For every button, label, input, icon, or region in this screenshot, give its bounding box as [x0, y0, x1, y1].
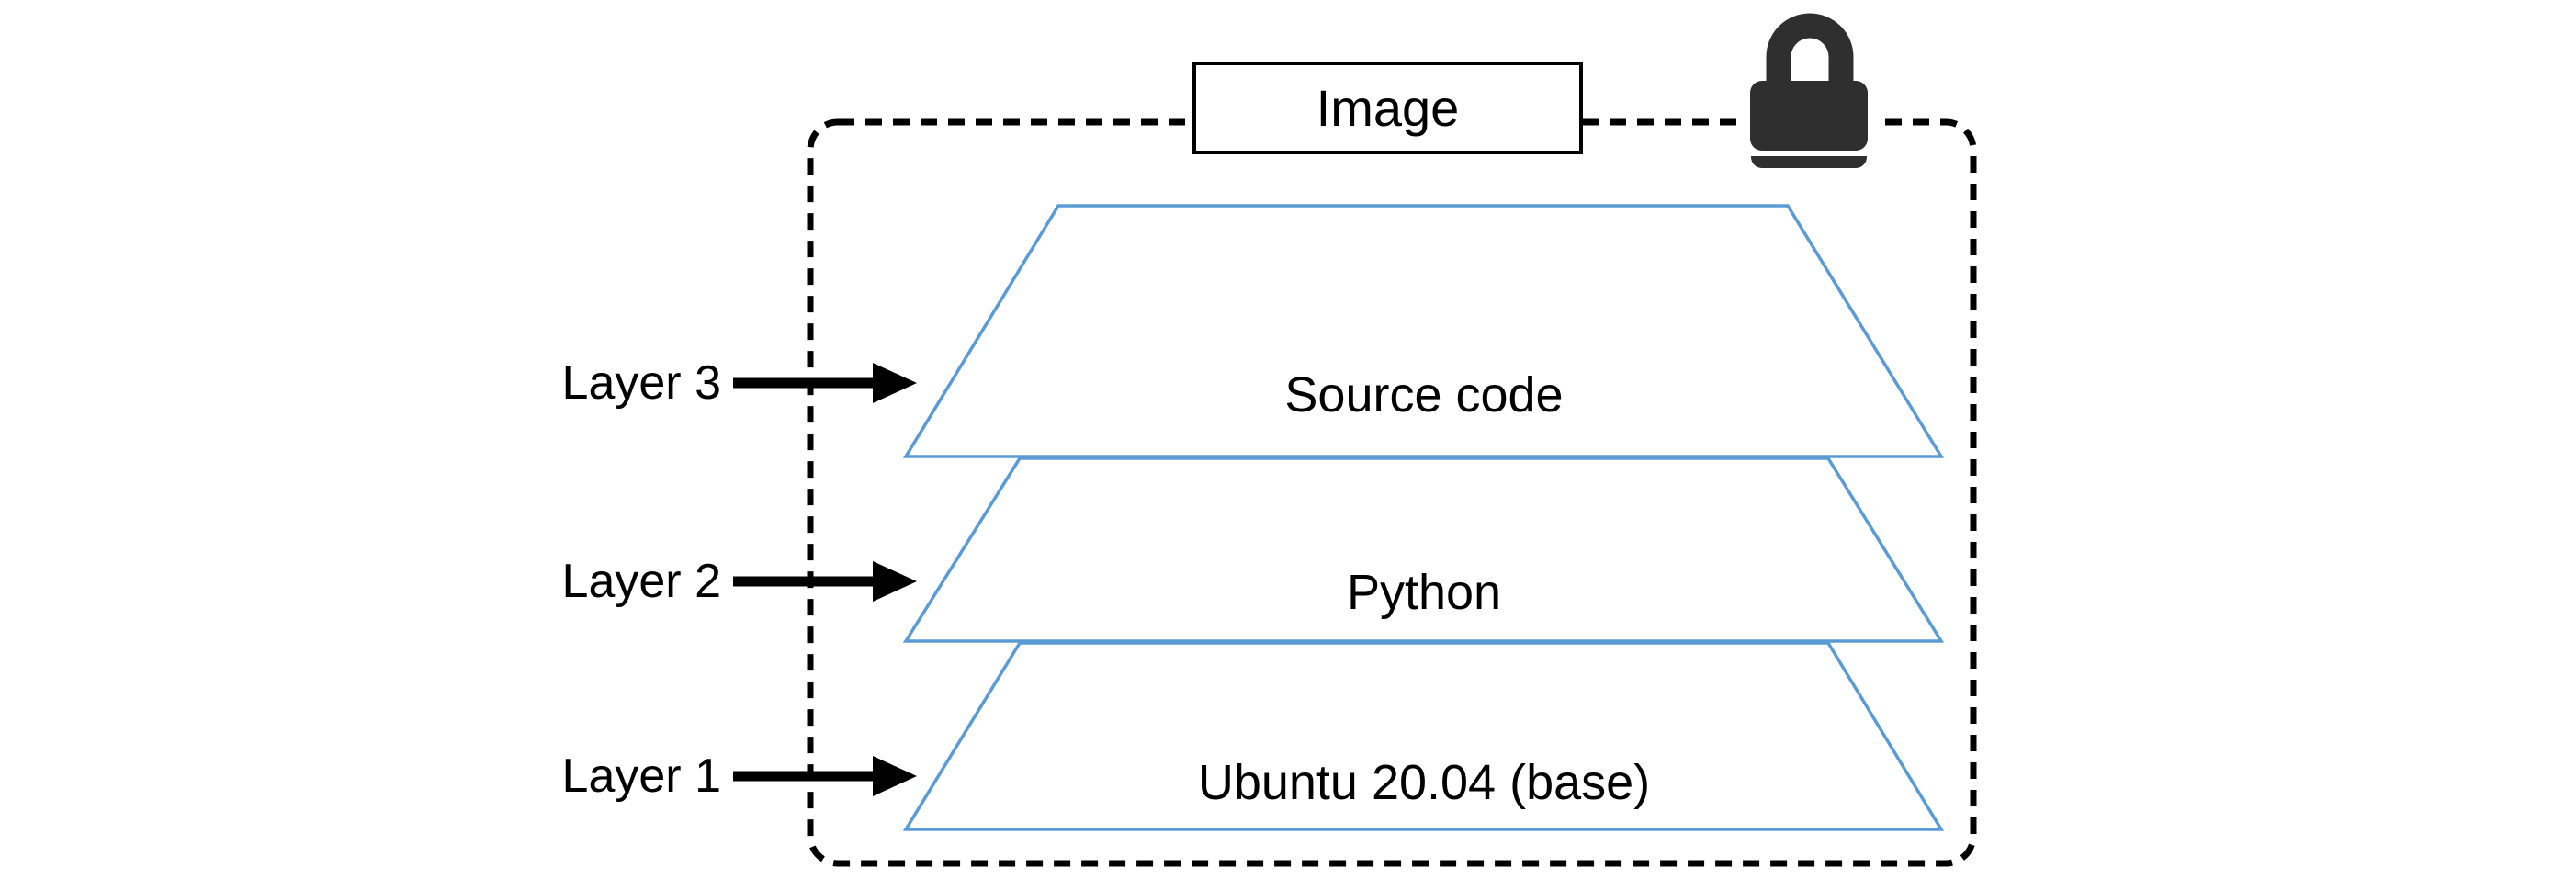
layer-2-arrow: [733, 561, 917, 602]
layer-3-arrow: [733, 363, 917, 403]
layer-2-content: Python: [1346, 565, 1502, 620]
layer-3-trapezoid: [902, 204, 1945, 458]
layer-3-content: Source code: [1284, 367, 1564, 422]
image-box: Image: [1192, 62, 1583, 154]
layer-1-trapezoid: [902, 641, 1945, 831]
layer-1-label: Layer 1: [561, 749, 721, 803]
layer-1-arrow: [733, 756, 917, 796]
layer-1-content: Ubuntu 20.04 (base): [1197, 755, 1651, 810]
padlock-icon: [1744, 6, 1874, 175]
layer-2-trapezoid: [902, 456, 1945, 643]
image-box-label: Image: [1316, 79, 1460, 137]
layer-3-label: Layer 3: [561, 356, 721, 410]
layer-2-label: Layer 2: [561, 555, 721, 608]
